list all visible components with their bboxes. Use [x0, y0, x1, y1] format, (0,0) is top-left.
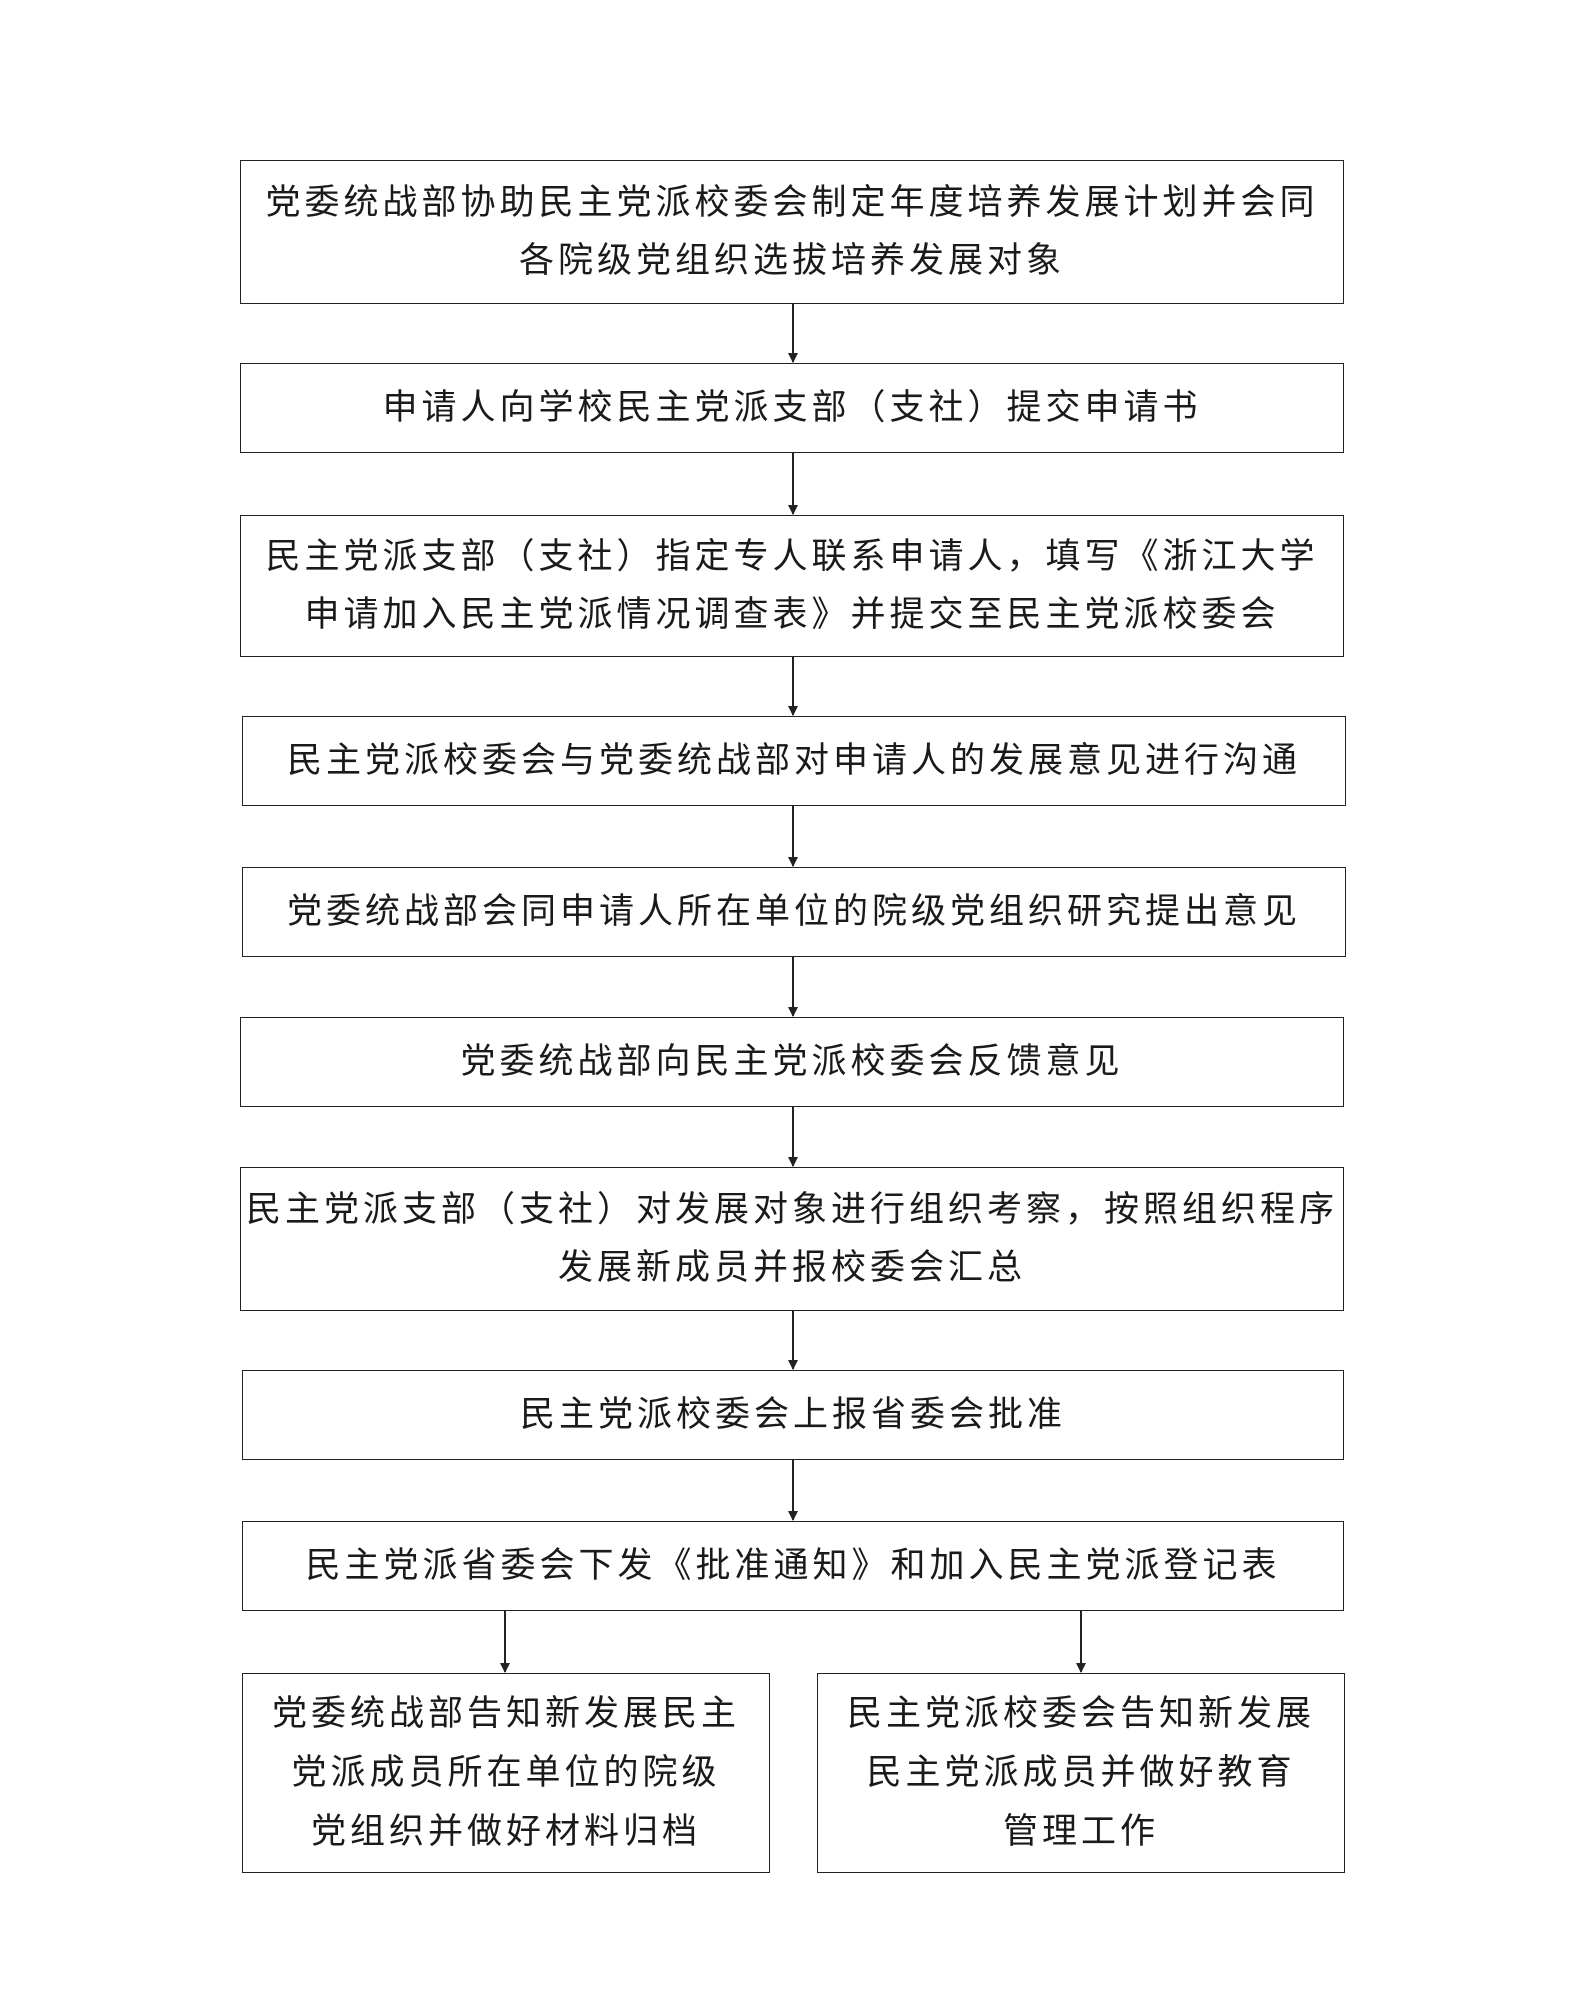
- branch-right-line-3: 管理工作: [1002, 1811, 1159, 1852]
- step-9-line-1: 民主党派省委会下发《批准通知》和加入民主党派登记表: [305, 1546, 1281, 1586]
- step-9-box: 民主党派省委会下发《批准通知》和加入民主党派登记表: [242, 1521, 1344, 1611]
- step-7-line-2: 发展新成员并报校委会汇总: [557, 1248, 1026, 1288]
- branch-left-line-3: 党组织并做好材料归档: [310, 1811, 701, 1852]
- branch-right-box: 民主党派校委会告知新发展 民主党派成员并做好教育 管理工作: [817, 1673, 1345, 1873]
- step-2-line-1: 申请人向学校民主党派支部（支社）提交申请书: [382, 388, 1202, 428]
- branch-right-line-1: 民主党派校委会告知新发展: [846, 1693, 1315, 1734]
- branch-right-line-2: 民主党派成员并做好教育: [866, 1752, 1296, 1793]
- step-4-box: 民主党派校委会与党委统战部对申请人的发展意见进行沟通: [242, 716, 1346, 806]
- step-8-box: 民主党派校委会上报省委会批准: [242, 1370, 1344, 1460]
- branch-left-box: 党委统战部告知新发展民主 党派成员所在单位的院级 党组织并做好材料归档: [242, 1673, 770, 1873]
- step-5-text: 党委统战部会同申请人所在单位的院级党组织研究提出意见: [287, 883, 1301, 941]
- step-8-line-1: 民主党派校委会上报省委会批准: [519, 1395, 1066, 1435]
- step-6-text: 党委统战部向民主党派校委会反馈意见: [460, 1033, 1123, 1091]
- step-6-box: 党委统战部向民主党派校委会反馈意见: [240, 1017, 1344, 1107]
- step-7-line-1: 民主党派支部（支社）对发展对象进行组织考察，按照组织程序: [245, 1190, 1338, 1230]
- step-4-line-1: 民主党派校委会与党委统战部对申请人的发展意见进行沟通: [286, 741, 1301, 781]
- branch-left-line-1: 党委统战部告知新发展民主: [271, 1693, 740, 1734]
- step-5-line-1: 党委统战部会同申请人所在单位的院级党组织研究提出意见: [286, 892, 1301, 932]
- step-5-box: 党委统战部会同申请人所在单位的院级党组织研究提出意见: [242, 867, 1346, 957]
- step-7-text: 民主党派支部（支社）对发展对象进行组织考察，按照组织程序 发展新成员并报校委会汇…: [246, 1181, 1338, 1297]
- step-7-box: 民主党派支部（支社）对发展对象进行组织考察，按照组织程序 发展新成员并报校委会汇…: [240, 1167, 1344, 1311]
- step-3-line-1: 民主党派支部（支社）指定专人联系申请人，填写《浙江大学: [265, 537, 1319, 577]
- step-8-text: 民主党派校委会上报省委会批准: [520, 1386, 1066, 1444]
- branch-left-text: 党委统战部告知新发展民主 党派成员所在单位的院级 党组织并做好材料归档: [272, 1685, 740, 1862]
- step-2-text: 申请人向学校民主党派支部（支社）提交申请书: [382, 379, 1201, 437]
- step-9-text: 民主党派省委会下发《批准通知》和加入民主党派登记表: [305, 1537, 1280, 1595]
- step-3-box: 民主党派支部（支社）指定专人联系申请人，填写《浙江大学 申请加入民主党派情况调查…: [240, 515, 1344, 657]
- step-3-line-2: 申请加入民主党派情况调查表》并提交至民主党派校委会: [304, 595, 1280, 635]
- step-6-line-1: 党委统战部向民主党派校委会反馈意见: [460, 1042, 1124, 1082]
- step-2-box: 申请人向学校民主党派支部（支社）提交申请书: [240, 363, 1344, 453]
- step-1-text: 党委统战部协助民主党派校委会制定年度培养发展计划并会同 各院级党组织选拔培养发展…: [265, 174, 1318, 290]
- step-1-line-1: 党委统战部协助民主党派校委会制定年度培养发展计划并会同: [265, 183, 1319, 223]
- branch-right-text: 民主党派校委会告知新发展 民主党派成员并做好教育 管理工作: [847, 1685, 1315, 1862]
- branch-left-line-2: 党派成员所在单位的院级: [291, 1752, 721, 1793]
- step-4-text: 民主党派校委会与党委统战部对申请人的发展意见进行沟通: [287, 732, 1301, 790]
- step-3-text: 民主党派支部（支社）指定专人联系申请人，填写《浙江大学 申请加入民主党派情况调查…: [265, 528, 1318, 644]
- step-1-box: 党委统战部协助民主党派校委会制定年度培养发展计划并会同 各院级党组织选拔培养发展…: [240, 160, 1344, 304]
- step-1-line-2: 各院级党组织选拔培养发展对象: [518, 241, 1065, 281]
